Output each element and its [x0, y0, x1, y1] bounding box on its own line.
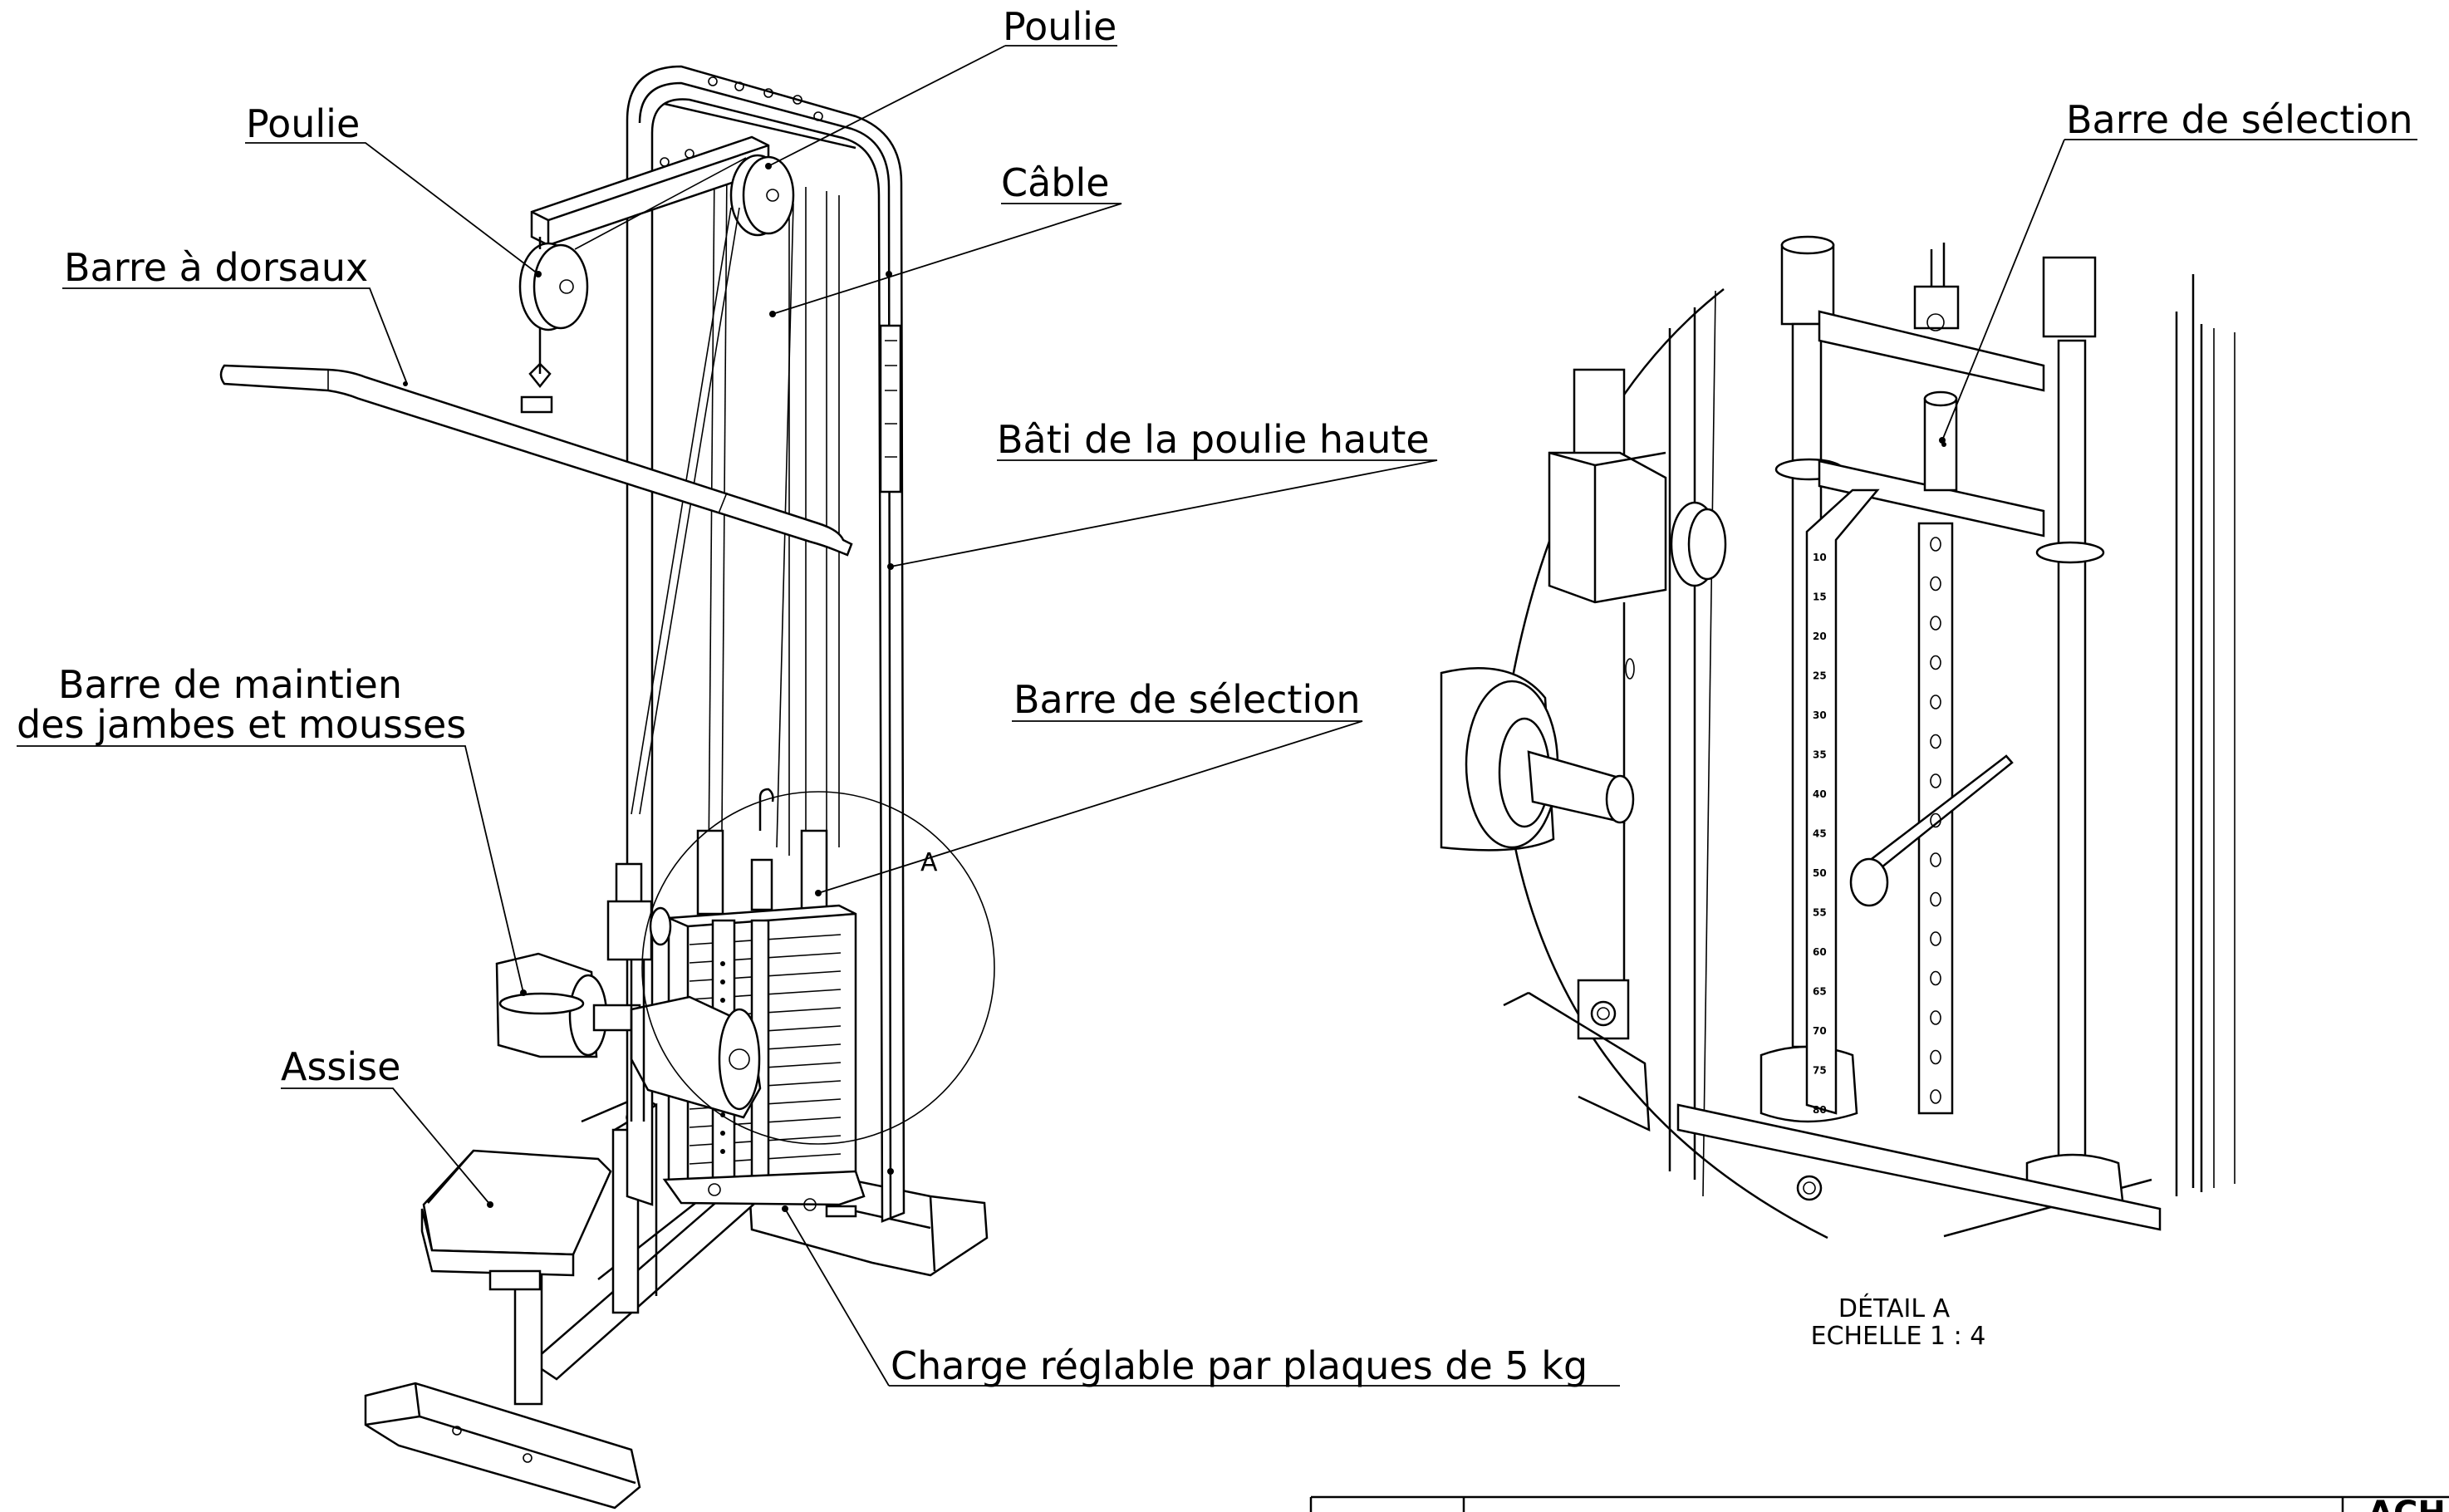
scale-number: 45: [1813, 828, 1827, 840]
selector-hole: [1930, 537, 1941, 552]
selector-hole: [1930, 852, 1941, 867]
detail-title: DÉTAIL A: [1838, 1294, 1951, 1323]
scale-number: 25: [1813, 670, 1827, 682]
label-pulley-left: Poulie: [246, 101, 360, 146]
pulley-top: [729, 154, 795, 237]
scale-number: 40: [1813, 788, 1827, 800]
scale-number: 55: [1813, 907, 1827, 919]
label-pulley-top: Poulie: [1003, 4, 1117, 49]
callout-labels: Poulie Poulie Câble Barre à dorsaux Bâti…: [17, 4, 2413, 1388]
scale-number: 65: [1813, 986, 1827, 998]
detail-right-rail: [2175, 312, 2236, 1196]
selector-hole: [1930, 1010, 1941, 1025]
scale-number: 70: [1813, 1025, 1827, 1037]
selector-hole: [1930, 1049, 1941, 1065]
label-leg-bar-line2: des jambes et mousses: [17, 702, 466, 747]
label-leg-bar-line1: Barre de maintien: [58, 662, 402, 707]
scale-number: 60: [1813, 946, 1827, 958]
title-block: ACH: [1309, 1495, 2449, 1512]
selector-hole: [1930, 695, 1941, 709]
front-foot: [364, 1382, 641, 1510]
scale-number: 30: [1813, 709, 1827, 721]
detail-view: 10 15 20 25 30 35 40 45 50 55 60 65 70 75 80: [1440, 235, 2236, 1240]
selector-hole: [1930, 891, 1941, 907]
label-selector-main: Barre de sélection: [1013, 677, 1361, 722]
selector-hole: [1930, 1089, 1941, 1104]
selector-hole: [1930, 773, 1941, 788]
detail-holes: [1930, 537, 1941, 1104]
leaders: [17, 45, 2417, 1387]
selector-hole: [1930, 812, 1941, 828]
seat: [420, 1149, 612, 1291]
selector-hole: [1930, 616, 1941, 631]
scale-number: 35: [1813, 749, 1827, 761]
label-weight-stack: Charge réglable par plaques de 5 kg: [891, 1343, 1588, 1388]
lat-bar: [219, 364, 853, 557]
detail-marker: A: [920, 848, 938, 877]
label-cable: Câble: [1001, 160, 1110, 205]
pulley-left: [518, 237, 589, 331]
title-block-text: ACH: [2368, 1495, 2446, 1512]
selector-hole: [1930, 655, 1941, 670]
label-selector-detail: Barre de sélection: [2066, 97, 2413, 142]
machine-view: [219, 65, 995, 1510]
detail-rods: [1528, 235, 2162, 1231]
detail-left-rail: [1625, 290, 1716, 1197]
leg-holder: [495, 862, 762, 1122]
selector-hole: [1930, 576, 1941, 592]
detail-scale-text: ECHELLE 1 : 4: [1811, 1322, 1986, 1351]
detail-knob: [1548, 368, 1727, 980]
scale-number: 15: [1813, 592, 1827, 603]
detail-a-circle: [641, 791, 995, 1145]
label-seat: Assise: [281, 1044, 400, 1089]
scale-number: 10: [1813, 552, 1827, 563]
label-lat-bar: Barre à dorsaux: [64, 245, 368, 290]
selector-hole: [1930, 931, 1941, 946]
scale-number: 50: [1813, 867, 1827, 879]
detail-scale: 10 15 20 25 30 35 40 45 50 55 60 65 70 75 80: [1813, 552, 1827, 1116]
selector-hole: [1930, 970, 1941, 986]
detail-pad: [1440, 667, 1635, 852]
label-frame: Bâti de la poulie haute: [997, 417, 1430, 462]
selector-hole: [1930, 734, 1941, 749]
scale-number: 75: [1813, 1065, 1827, 1077]
scale-number: 80: [1813, 1104, 1827, 1116]
scale-number: 20: [1813, 631, 1827, 642]
